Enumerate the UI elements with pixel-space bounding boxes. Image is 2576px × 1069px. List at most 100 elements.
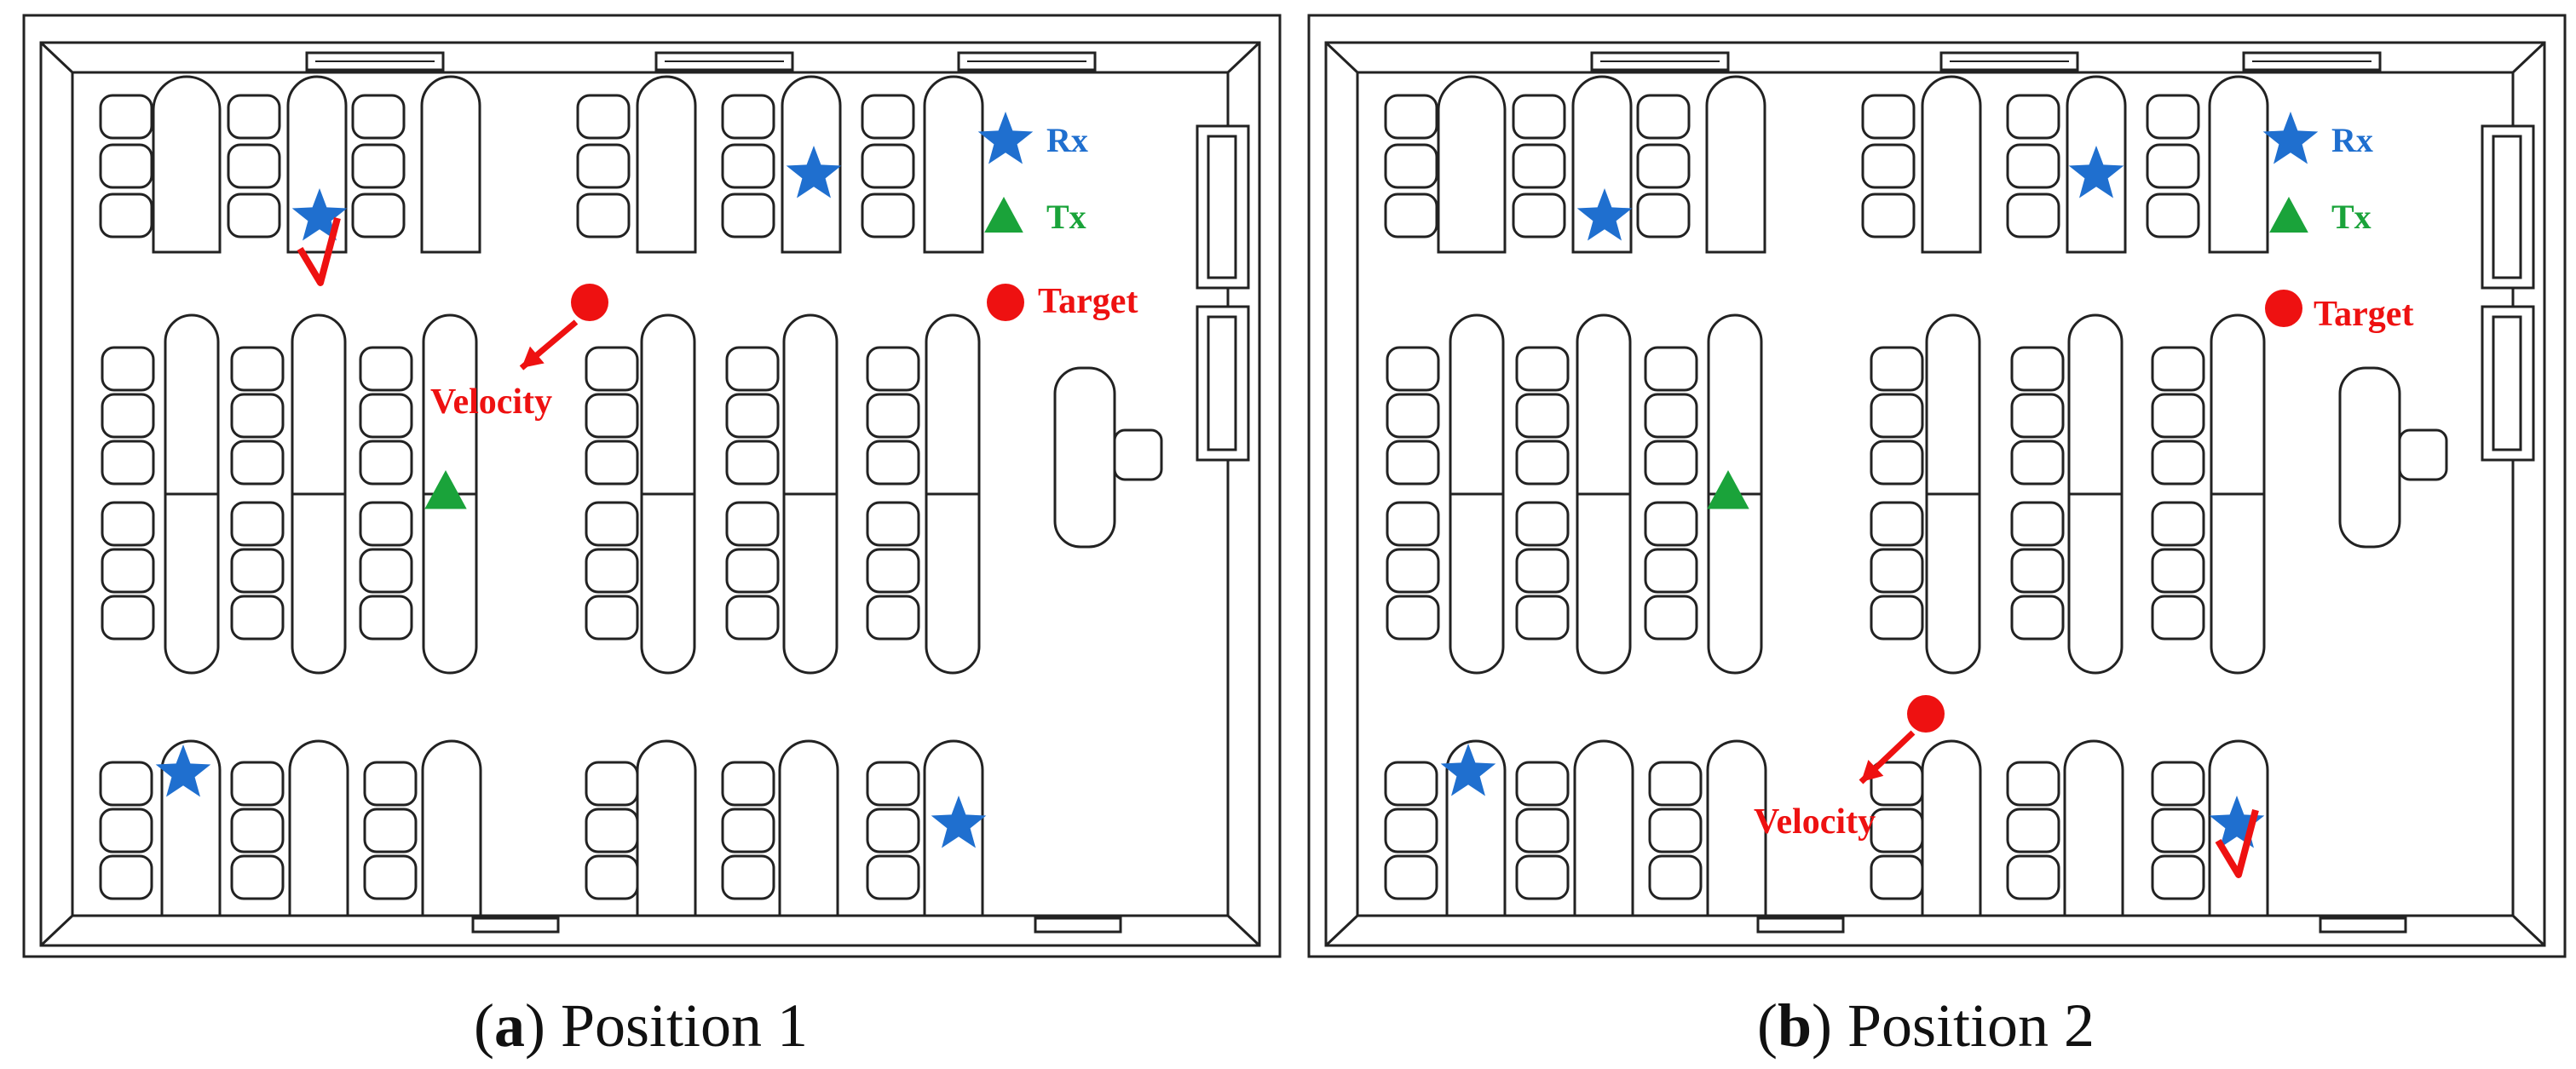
chair <box>2006 807 2060 853</box>
chair <box>2146 94 2200 140</box>
chair <box>721 807 775 853</box>
chair <box>585 595 639 641</box>
chair <box>101 440 155 486</box>
desk <box>636 739 697 917</box>
chair <box>227 193 281 239</box>
chair <box>725 393 780 439</box>
chair <box>1644 346 1698 392</box>
chair <box>1386 440 1440 486</box>
chair <box>1515 807 1570 853</box>
velocity-arrowhead-icon <box>1861 760 1884 782</box>
chair <box>2151 807 2205 853</box>
chair <box>1384 143 1438 189</box>
chair <box>866 440 920 486</box>
rx-star-icon <box>1440 744 1496 796</box>
panel-caption: (b) Position 2 <box>1757 991 2095 1060</box>
tx-triangle-icon <box>984 197 1023 233</box>
door-panel <box>2492 135 2522 279</box>
door-panel <box>2492 315 2522 451</box>
chair <box>99 193 153 239</box>
chair <box>1386 501 1440 547</box>
chair <box>585 440 639 486</box>
target-dot-icon <box>571 284 608 321</box>
chair <box>725 440 780 486</box>
chair <box>585 761 639 807</box>
chair <box>866 807 920 853</box>
chair <box>2151 761 2205 807</box>
chair <box>866 346 920 392</box>
chair <box>2151 393 2205 439</box>
chair <box>2151 548 2205 594</box>
rx-star-icon <box>155 744 211 797</box>
chair <box>1512 143 1566 189</box>
chair <box>1648 761 1703 807</box>
chair <box>866 761 920 807</box>
chair <box>99 761 153 807</box>
target-dot-icon <box>1907 695 1945 733</box>
chair <box>2146 193 2200 239</box>
desk <box>636 75 697 254</box>
chair <box>725 595 780 641</box>
wall-corner <box>1324 914 1359 947</box>
chair <box>230 346 285 392</box>
chair <box>1644 501 1698 547</box>
chair <box>2151 501 2205 547</box>
chair <box>227 94 281 140</box>
chair <box>230 761 285 807</box>
chair <box>1384 854 1438 900</box>
legend-target-label: Target <box>2314 295 2413 334</box>
wall-corner <box>1226 41 1261 74</box>
caption-letter: b <box>1778 991 1812 1060</box>
wall-corner <box>1324 41 1359 74</box>
chair <box>351 193 406 239</box>
chair <box>1386 393 1440 439</box>
chair <box>866 393 920 439</box>
velocity-label: Velocity <box>1754 802 1876 842</box>
chair <box>1636 143 1691 189</box>
caption-close-paren: ) <box>1812 991 1847 1060</box>
chair <box>1515 501 1570 547</box>
chair <box>2006 143 2060 189</box>
legend-rx-label: Rx <box>2331 121 2373 159</box>
chair <box>861 193 915 239</box>
chair <box>227 143 281 189</box>
desk <box>1573 739 1634 917</box>
rx-star-icon <box>786 146 842 198</box>
chair <box>2151 595 2205 641</box>
selected-rx-check-icon <box>297 216 341 286</box>
chair <box>1636 193 1691 239</box>
chair <box>721 854 775 900</box>
target-dot-icon <box>2265 290 2302 327</box>
chair <box>1512 94 1566 140</box>
chair <box>585 501 639 547</box>
chair <box>1515 393 1570 439</box>
chair <box>585 548 639 594</box>
chair <box>866 854 920 900</box>
panel-caption: (a) Position 1 <box>474 991 808 1060</box>
chair <box>721 143 775 189</box>
chair <box>2010 595 2065 641</box>
chair <box>1861 94 1916 140</box>
chair <box>2146 143 2200 189</box>
chair <box>1870 807 1924 853</box>
target-dot-icon <box>987 284 1024 321</box>
window <box>1034 917 1122 934</box>
caption-open-paren: ( <box>474 991 494 1060</box>
caption-close-paren: ) <box>525 991 561 1060</box>
desk <box>778 739 839 917</box>
podium-desk <box>2338 366 2401 549</box>
chair <box>99 94 153 140</box>
desk <box>1921 739 1982 917</box>
chair <box>1515 595 1570 641</box>
wall-corner <box>2511 41 2546 74</box>
window <box>471 917 560 934</box>
desk <box>421 739 482 917</box>
chair <box>230 548 285 594</box>
chair <box>861 94 915 140</box>
chair <box>725 501 780 547</box>
chair <box>230 501 285 547</box>
desk <box>1921 75 1982 254</box>
rx-star-icon <box>977 112 1034 164</box>
wall-corner <box>2511 914 2546 947</box>
